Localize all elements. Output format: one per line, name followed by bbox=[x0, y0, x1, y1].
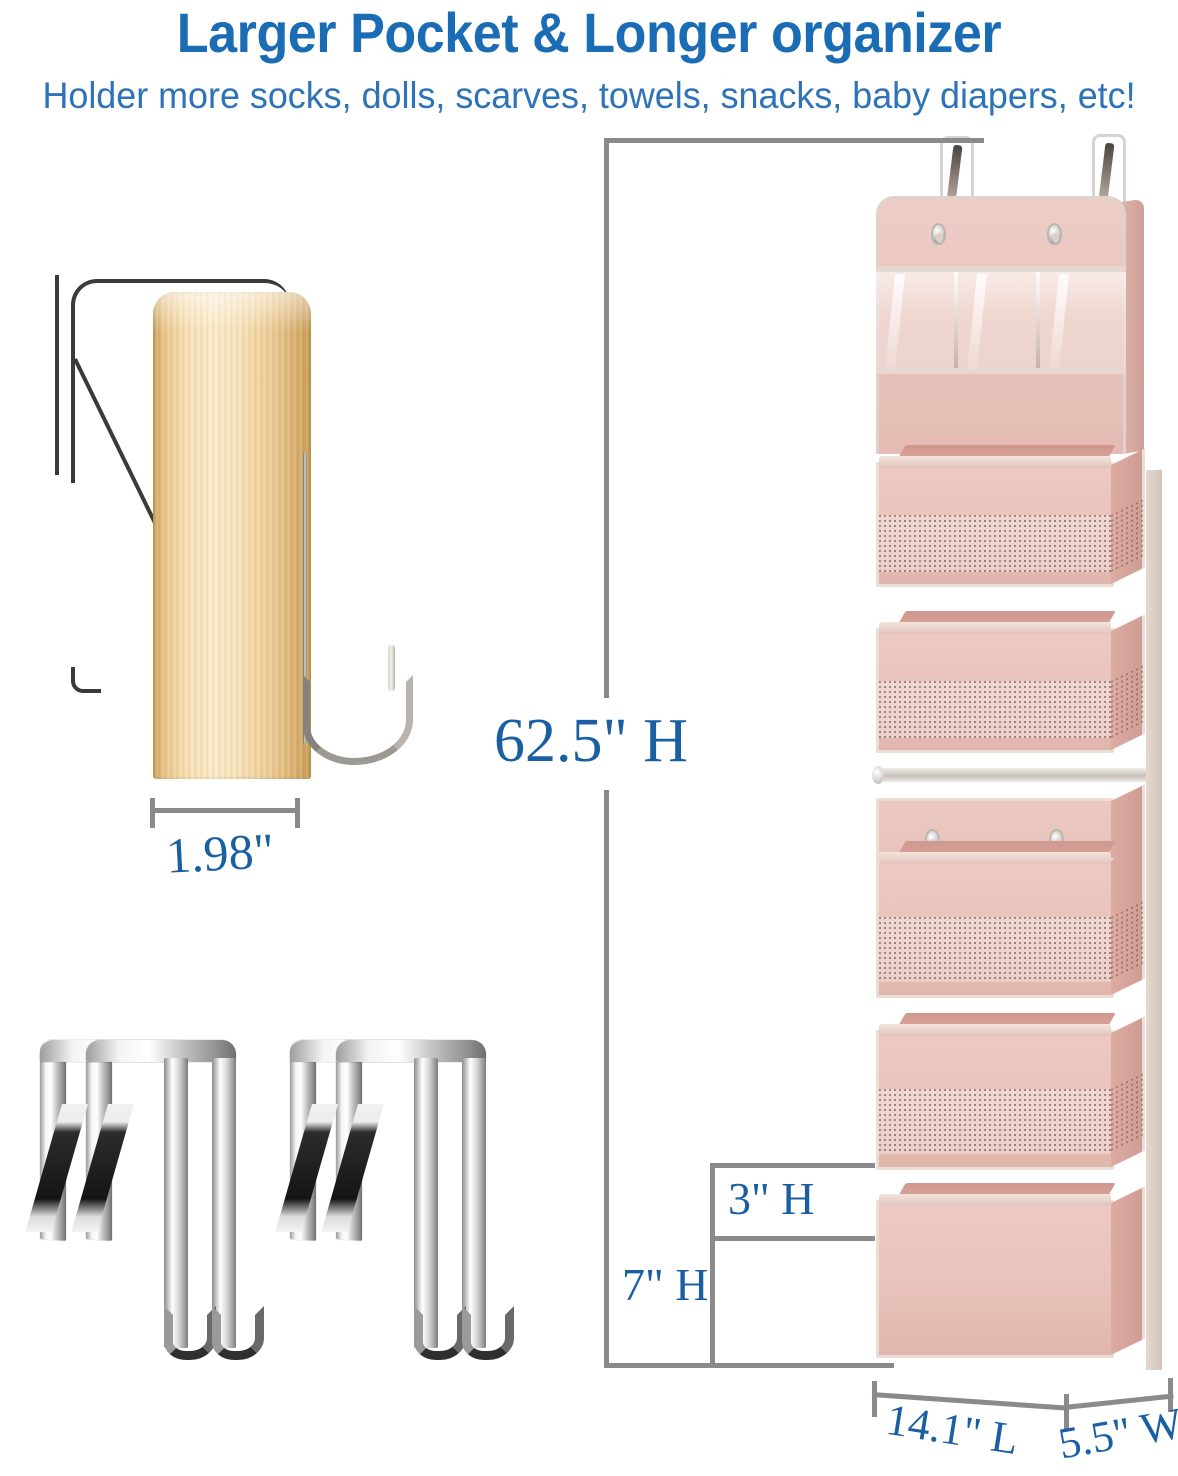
clear-pocket-gloss-3 bbox=[1048, 274, 1070, 370]
small-pocket-bottom-arm bbox=[710, 1236, 875, 1241]
large-pocket-height-label: 7" H bbox=[622, 1259, 709, 1310]
pocket-4-mesh bbox=[879, 1089, 1111, 1154]
s-hook-foot-b bbox=[212, 1306, 264, 1360]
s-hook-top-bar-b bbox=[86, 1040, 236, 1062]
hook-width-tick-left bbox=[150, 798, 155, 828]
clear-pocket-gloss-2 bbox=[966, 274, 988, 370]
pocket-1 bbox=[876, 445, 1145, 587]
pocket-4 bbox=[876, 1013, 1145, 1170]
s-hook-long-leg-b bbox=[462, 1058, 486, 1348]
hanging-organizer bbox=[864, 134, 1174, 1390]
hook-wood-highlight bbox=[153, 292, 311, 332]
clear-pocket-row bbox=[876, 266, 1126, 374]
pocket-5-rim bbox=[879, 1194, 1111, 1206]
pocket-1-rim bbox=[879, 456, 1111, 468]
small-pocket-top-arm bbox=[710, 1163, 875, 1168]
pocket-3 bbox=[876, 841, 1145, 998]
hook-wire-vertical bbox=[55, 275, 59, 475]
pocket-2-rim bbox=[879, 622, 1111, 634]
pocket-2 bbox=[876, 611, 1145, 753]
organizer-hanger-left bbox=[940, 136, 974, 207]
pocket-4-rim bbox=[879, 1024, 1111, 1036]
s-hook-foot-b bbox=[462, 1306, 514, 1360]
width-tick-right bbox=[1168, 1378, 1173, 1412]
pocket-5-side bbox=[1111, 1186, 1145, 1355]
hook-metal-shank bbox=[303, 453, 307, 743]
clear-pocket-gloss-1 bbox=[884, 274, 906, 370]
pocket-3-rim bbox=[879, 852, 1111, 864]
grommet-top-right bbox=[1047, 223, 1062, 245]
s-hook-set-2 bbox=[275, 1018, 514, 1378]
hook-width-label: 1.98" bbox=[164, 822, 276, 884]
length-tick-left bbox=[872, 1381, 877, 1417]
pocket-2-mesh bbox=[879, 680, 1111, 739]
steel-s-hooks-pair bbox=[25, 1018, 534, 1378]
page-title: Larger Pocket & Longer organizer bbox=[176, 1, 1002, 64]
s-hook-long-leg-a bbox=[164, 1058, 188, 1348]
page-subtitle: Holder more socks, dolls, scarves, towel… bbox=[42, 75, 1136, 116]
pocket-3-mesh bbox=[879, 917, 1111, 982]
grommet-top-left bbox=[931, 223, 946, 245]
small-pocket-height-label: 3" H bbox=[728, 1173, 815, 1224]
s-hook-set-1 bbox=[25, 1018, 264, 1378]
s-hook-long-leg-b bbox=[212, 1058, 236, 1348]
hook-width-line bbox=[150, 808, 300, 813]
hook-metal-curve bbox=[303, 675, 413, 765]
hook-metal-tip bbox=[388, 645, 395, 691]
organizer-middle-bar bbox=[872, 766, 1148, 784]
total-height-bottom-arm bbox=[604, 1363, 894, 1368]
total-height-label: 62.5" H bbox=[494, 707, 689, 775]
s-hook-top-bar-b bbox=[336, 1040, 486, 1062]
clear-pocket-divider-1 bbox=[954, 272, 958, 368]
hook-wire-bracket bbox=[71, 279, 290, 483]
pocket-1-mesh bbox=[879, 514, 1111, 573]
s-hook-long-leg-a bbox=[414, 1058, 438, 1348]
organizer-right-rail bbox=[1146, 469, 1162, 1371]
clear-pocket-divider-2 bbox=[1036, 272, 1040, 368]
hook-wood-body bbox=[153, 292, 311, 779]
length-tick-right bbox=[1064, 1394, 1069, 1430]
total-height-top-arm bbox=[604, 138, 984, 143]
organizer-hanger-right bbox=[1092, 134, 1126, 205]
total-height-line-upper bbox=[604, 138, 609, 698]
small-pocket-left-line bbox=[710, 1163, 715, 1363]
bamboo-over-door-hook bbox=[55, 275, 435, 785]
hook-wire-tip bbox=[71, 667, 101, 693]
s-hook-foot-a bbox=[164, 1306, 216, 1360]
pocket-5 bbox=[876, 1183, 1145, 1358]
total-height-line-lower bbox=[604, 790, 609, 1368]
s-hook-foot-a bbox=[414, 1306, 466, 1360]
hook-width-tick-right bbox=[295, 798, 300, 828]
